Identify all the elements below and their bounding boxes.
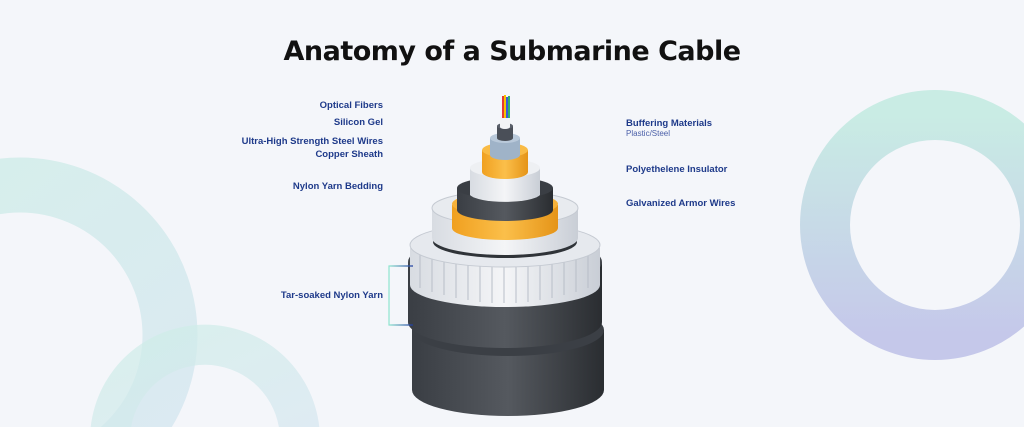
label-galvanized-armor-wires: Galvanized Armor Wires (626, 198, 736, 209)
label-polyethelene-insulator: Polyethelene Insulator (626, 164, 728, 175)
label-silicon-gel: Silicon Gel (333, 117, 383, 128)
cable-illustration (408, 95, 604, 416)
leader-lines (388, 104, 620, 326)
label-tar-soaked-nylon-yarn: Tar-soaked Nylon Yarn (280, 290, 383, 301)
label-buffering-name: Buffering Materials (626, 118, 713, 129)
background-rings (0, 90, 1024, 427)
left-ring (0, 157, 198, 427)
right-ring (800, 90, 1024, 360)
label-steel-wires: Ultra-High Strength Steel Wires (241, 136, 383, 147)
label-nylon-yarn-bedding: Nylon Yarn Bedding (292, 181, 383, 192)
page-title: Anatomy of a Submarine Cable (283, 36, 741, 67)
label-buffering-sub: Plastic/Steel (626, 129, 671, 138)
bottom-ring (90, 324, 320, 427)
label-optical-fibers: Optical Fibers (319, 100, 383, 111)
label-copper-sheath: Copper Sheath (315, 149, 383, 160)
